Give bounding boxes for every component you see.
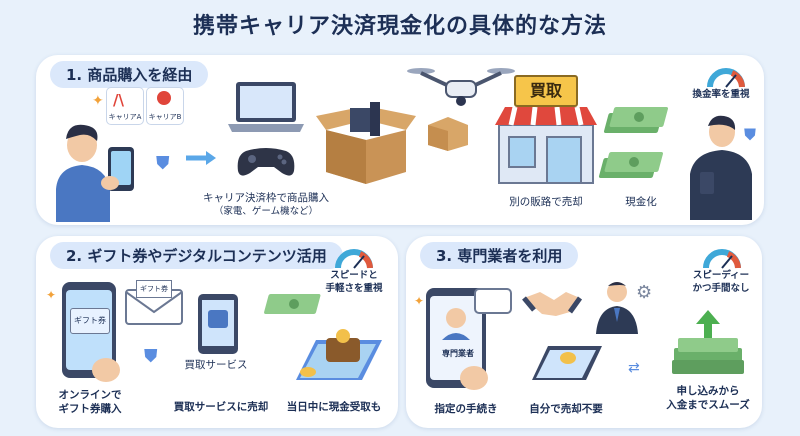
businessman-icon [596, 282, 638, 334]
carrier-b-logo: キャリアB [146, 87, 184, 125]
sparkle-icon: ✦ [92, 93, 104, 109]
caption-purchase: キャリア決済枠で商品購入 [203, 192, 329, 204]
caption-online: オンラインで ギフト券購入 [58, 389, 122, 416]
package-icon [428, 117, 468, 151]
sparkle-icon: ✦ [414, 294, 425, 308]
laptop-icon [228, 82, 304, 132]
game-controller-icon [237, 148, 295, 176]
gauge-icon [707, 68, 745, 88]
caption-purchase-sub: （家電、ゲーム機など） [213, 206, 319, 217]
tablet-service-icon [198, 294, 238, 354]
caption-sell-to-service: 買取サービスに売却 [173, 401, 269, 413]
envelope-icon [125, 289, 183, 325]
panel-specialist: 3. 専門業者を利用 専門業者 ✦ 指定の手続き ⚙ 自分で売却不要 ⇄ スピー… [406, 236, 762, 428]
cash-stack-icon [603, 107, 668, 133]
shop-sign: 買取 [514, 75, 578, 107]
chat-bubble-icon [474, 288, 512, 314]
cash-pile-icon [672, 310, 744, 374]
panel-gift-cards: 2. ギフト券やデジタルコンテンツ活用 ギフト券 ✦ オンラインで ギフト券購入… [36, 236, 398, 428]
drone-icon [407, 68, 515, 106]
gauge-icon [335, 249, 373, 269]
panel-title: 1. 商品購入を経由 [50, 61, 209, 88]
caption-same-day: 当日中に現金受取も [286, 401, 382, 413]
caption-speedy: スピーディー かつ手間なし [692, 270, 750, 294]
envelope-gift-label: ギフト券 [136, 280, 172, 298]
caption-deposit: 申し込みから 入金までスムーズ [666, 385, 750, 412]
shop-icon [495, 106, 597, 184]
person-icon [690, 115, 752, 220]
panel-product-purchase: 1. 商品購入を経由 /\ キャリアA キャリアB ✦ ⛊ キャリア決済枠で商品… [36, 55, 764, 225]
cash-icon [264, 294, 321, 314]
person-with-phone-icon [56, 124, 134, 222]
gift-card-label: ギフト券 [70, 308, 110, 334]
caption-no-sell: 自分で売却不要 [529, 403, 603, 415]
caption-cash: 現金化 [625, 196, 657, 208]
specialist-card-label: 専門業者 [442, 349, 474, 358]
caption-rate: 換金率を重視 [692, 89, 750, 100]
phone-specialist-icon [426, 288, 488, 390]
gear-icon: ⚙ [636, 282, 653, 303]
caption-procedure: 指定の手続き [434, 403, 498, 415]
wallet-tablet-icon [296, 329, 382, 380]
shield-icon: ⛊ [156, 153, 170, 174]
swap-arrows-icon: ⇄ [628, 360, 640, 376]
shield-icon: ⛊ [744, 125, 757, 144]
handshake-icon [522, 292, 583, 316]
cardboard-box-icon [316, 102, 416, 184]
caption-speed: スピードと 手軽さを重視 [325, 270, 383, 294]
panel-title: 3. 専門業者を利用 [420, 242, 579, 269]
arrow-icon [186, 151, 216, 165]
tablet-coin-icon [532, 346, 602, 380]
shield-icon: ⛊ [144, 346, 158, 367]
gauge-icon [703, 249, 741, 269]
cash-stack-icon [598, 152, 663, 178]
sparkle-icon: ✦ [46, 288, 57, 302]
carrier-a-logo: /\ キャリアA [106, 87, 144, 125]
caption-service: 買取サービス [184, 359, 248, 371]
panel-title: 2. ギフト券やデジタルコンテンツ活用 [50, 242, 343, 269]
page-title: 携帯キャリア決済現金化の具体的な方法 [192, 14, 607, 39]
caption-sell: 別の販路で売却 [509, 196, 583, 208]
